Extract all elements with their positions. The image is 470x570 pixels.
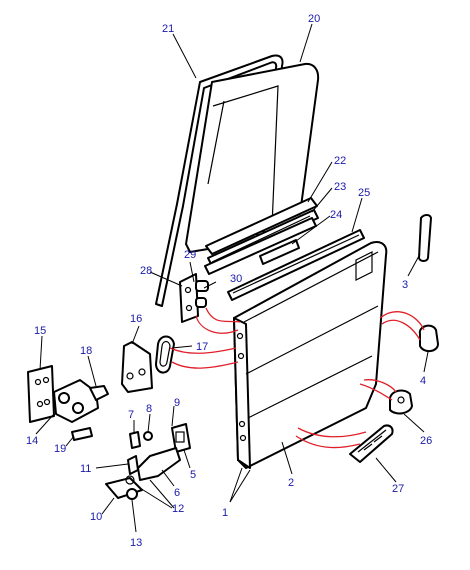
callout-5: 5: [190, 469, 196, 481]
callout-24: 24: [330, 209, 342, 221]
callout-26: 26: [420, 435, 432, 447]
bump-stop: [418, 324, 439, 352]
window-glass: [185, 62, 320, 253]
callout-15: 15: [34, 325, 46, 337]
weatherstrip-piece: [418, 214, 432, 262]
callout-13: 13: [130, 537, 142, 549]
callout-28: 28: [140, 265, 152, 277]
check-strap-grommet: [155, 335, 175, 374]
check-arm-bracket: [121, 341, 153, 393]
callout-27: 27: [392, 483, 404, 495]
callout-12: 12: [172, 503, 184, 515]
callout-20: 20: [308, 13, 320, 25]
slider-block: [259, 239, 300, 265]
leader-lines: [35, 23, 429, 533]
door-check-assembly: [105, 423, 191, 500]
callout-16: 16: [130, 313, 142, 325]
callout-21: 21: [162, 23, 174, 35]
callout-labels: 1 2 3 4 5 6 7 8 9 10 11 12 13 14 15 16 1…: [26, 13, 432, 549]
callout-22: 22: [334, 155, 346, 167]
callout-14: 14: [26, 435, 38, 447]
door-handle: [349, 424, 394, 463]
callout-8: 8: [146, 403, 152, 415]
callout-11: 11: [80, 463, 91, 475]
fitting-links: [169, 307, 425, 449]
callout-19: 19: [54, 443, 66, 455]
callout-3: 3: [402, 279, 408, 291]
callout-29: 29: [184, 249, 196, 261]
callout-10: 10: [90, 511, 102, 523]
callout-23: 23: [334, 181, 346, 193]
lock-striker: [389, 389, 413, 415]
waist-seal: [227, 229, 365, 301]
callout-18: 18: [80, 345, 92, 357]
callout-30: 30: [230, 273, 242, 285]
window-frame-seal: [155, 54, 284, 307]
door-shell: [233, 241, 388, 469]
lower-hinge: [27, 365, 109, 441]
callout-1: 1: [222, 507, 228, 519]
callout-2: 2: [288, 477, 294, 489]
callout-25: 25: [358, 187, 370, 199]
callout-7: 7: [128, 409, 134, 421]
callout-17: 17: [196, 341, 208, 353]
callout-9: 9: [174, 397, 180, 409]
callout-6: 6: [174, 487, 180, 499]
callout-4: 4: [420, 375, 426, 387]
